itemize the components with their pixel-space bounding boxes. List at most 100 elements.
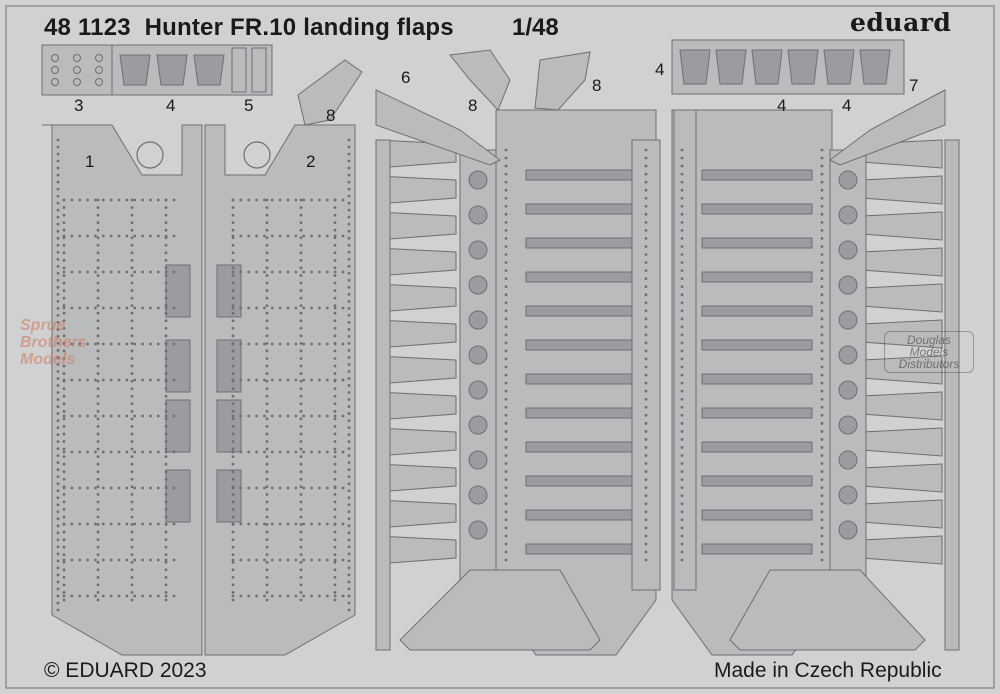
rivet-dot <box>299 523 303 526</box>
rivet-dot <box>286 342 290 346</box>
rivet-dot <box>86 594 89 598</box>
rivet-dot <box>62 306 66 310</box>
rivet-dot <box>504 405 508 409</box>
rivet-dot <box>133 234 137 238</box>
rivet-dot <box>62 414 66 418</box>
rivet-dot <box>125 306 129 310</box>
rivet-dot <box>247 486 251 490</box>
rivet-dot <box>56 278 60 282</box>
rivet-dot <box>56 510 60 514</box>
rivet-dot <box>333 508 337 511</box>
rivet-dot <box>56 299 60 303</box>
rivet-dot <box>96 221 100 225</box>
rivet-dot <box>62 372 66 375</box>
flap-spar <box>701 305 813 317</box>
rivet-dot <box>62 319 66 323</box>
rivet-dot <box>172 378 176 382</box>
rivet-dot <box>231 251 235 255</box>
rivet-dot <box>310 378 313 382</box>
rivet-dot <box>278 522 282 526</box>
rivet-dot <box>333 349 337 353</box>
rivet-dot <box>247 306 251 310</box>
rivet-dot <box>56 559 60 563</box>
rivet-dot <box>820 534 824 538</box>
rivet-dot <box>504 478 508 482</box>
rivet-dot <box>56 208 60 212</box>
rivet-dot <box>130 364 134 368</box>
rivet-dot <box>347 257 351 261</box>
rivet-dot <box>680 245 684 248</box>
rivet-dot <box>504 196 508 200</box>
rivet-dot <box>299 372 303 375</box>
rivet-dot <box>299 206 303 209</box>
rivet-dot <box>255 522 258 526</box>
rivet-dot <box>644 301 648 305</box>
rivet-dot <box>299 440 303 443</box>
rivet-dot <box>86 198 89 202</box>
rivet-dot <box>347 482 351 486</box>
rivet-dot <box>231 432 235 436</box>
rivet-dot <box>302 378 306 382</box>
rivet-dot <box>56 489 60 493</box>
rivet-dot <box>333 568 337 572</box>
rivet-dot <box>56 306 60 310</box>
rivet-dot <box>96 500 100 504</box>
rivet-dot <box>644 542 648 546</box>
rivet-dot <box>820 309 824 313</box>
rivet-dot <box>318 594 321 598</box>
rivet-dot <box>70 342 74 346</box>
rivet-dot <box>341 414 345 418</box>
rivet-dot <box>680 309 684 313</box>
rivet-dot <box>347 152 351 156</box>
rivet-dot <box>294 414 298 418</box>
rivet-dot <box>149 378 152 382</box>
rivet-dot <box>680 502 684 506</box>
rivet-dot <box>62 515 66 519</box>
rivet-dot <box>96 485 100 489</box>
rivet-dot <box>265 379 269 383</box>
rivet-dot <box>347 545 351 549</box>
rivet-dot <box>644 148 648 152</box>
rivet-dot <box>333 258 337 262</box>
rivet-dot <box>70 378 74 382</box>
rivet-dot <box>133 522 137 526</box>
rivet-dot <box>109 450 113 454</box>
hinge-bracket <box>787 49 819 85</box>
rivet-dot <box>231 485 235 489</box>
rivet-dot <box>325 486 329 490</box>
rivet-dot <box>255 486 258 490</box>
rivet-dot <box>56 166 60 170</box>
rivet-dot <box>333 470 337 474</box>
flap-spar <box>525 509 637 521</box>
rivet-dot <box>644 389 648 393</box>
rivet-dot <box>101 558 105 562</box>
rivet-dot <box>172 234 176 238</box>
rivet-dot <box>164 349 168 353</box>
rivet-dot <box>820 478 824 482</box>
rivet-dot <box>149 522 152 526</box>
flap-spar <box>701 509 813 521</box>
rivet-dot <box>231 558 235 562</box>
rivet-dot <box>333 409 337 413</box>
rivet-dot <box>644 261 648 264</box>
flap-cutout <box>216 339 242 393</box>
rivet-dot <box>231 450 235 454</box>
rivet-dot <box>164 591 168 594</box>
rivet-dot <box>164 545 168 549</box>
rivet-dot <box>231 296 235 300</box>
rivet-dot <box>333 560 337 564</box>
rivet-dot <box>231 455 235 459</box>
rivet-dot <box>164 553 168 557</box>
rivet-dot <box>255 450 258 454</box>
rivet-dot <box>263 306 266 310</box>
rivet-dot <box>299 289 303 292</box>
rivet-dot <box>644 405 648 409</box>
rivet-dot <box>347 503 351 507</box>
rivet-dot <box>347 250 351 254</box>
rivet-dot <box>333 417 337 421</box>
rivet-dot <box>299 470 303 474</box>
rivet-dot <box>680 462 684 465</box>
lightening-hole <box>838 520 858 540</box>
rivet-dot <box>125 414 129 418</box>
rivet-dot <box>265 372 269 375</box>
